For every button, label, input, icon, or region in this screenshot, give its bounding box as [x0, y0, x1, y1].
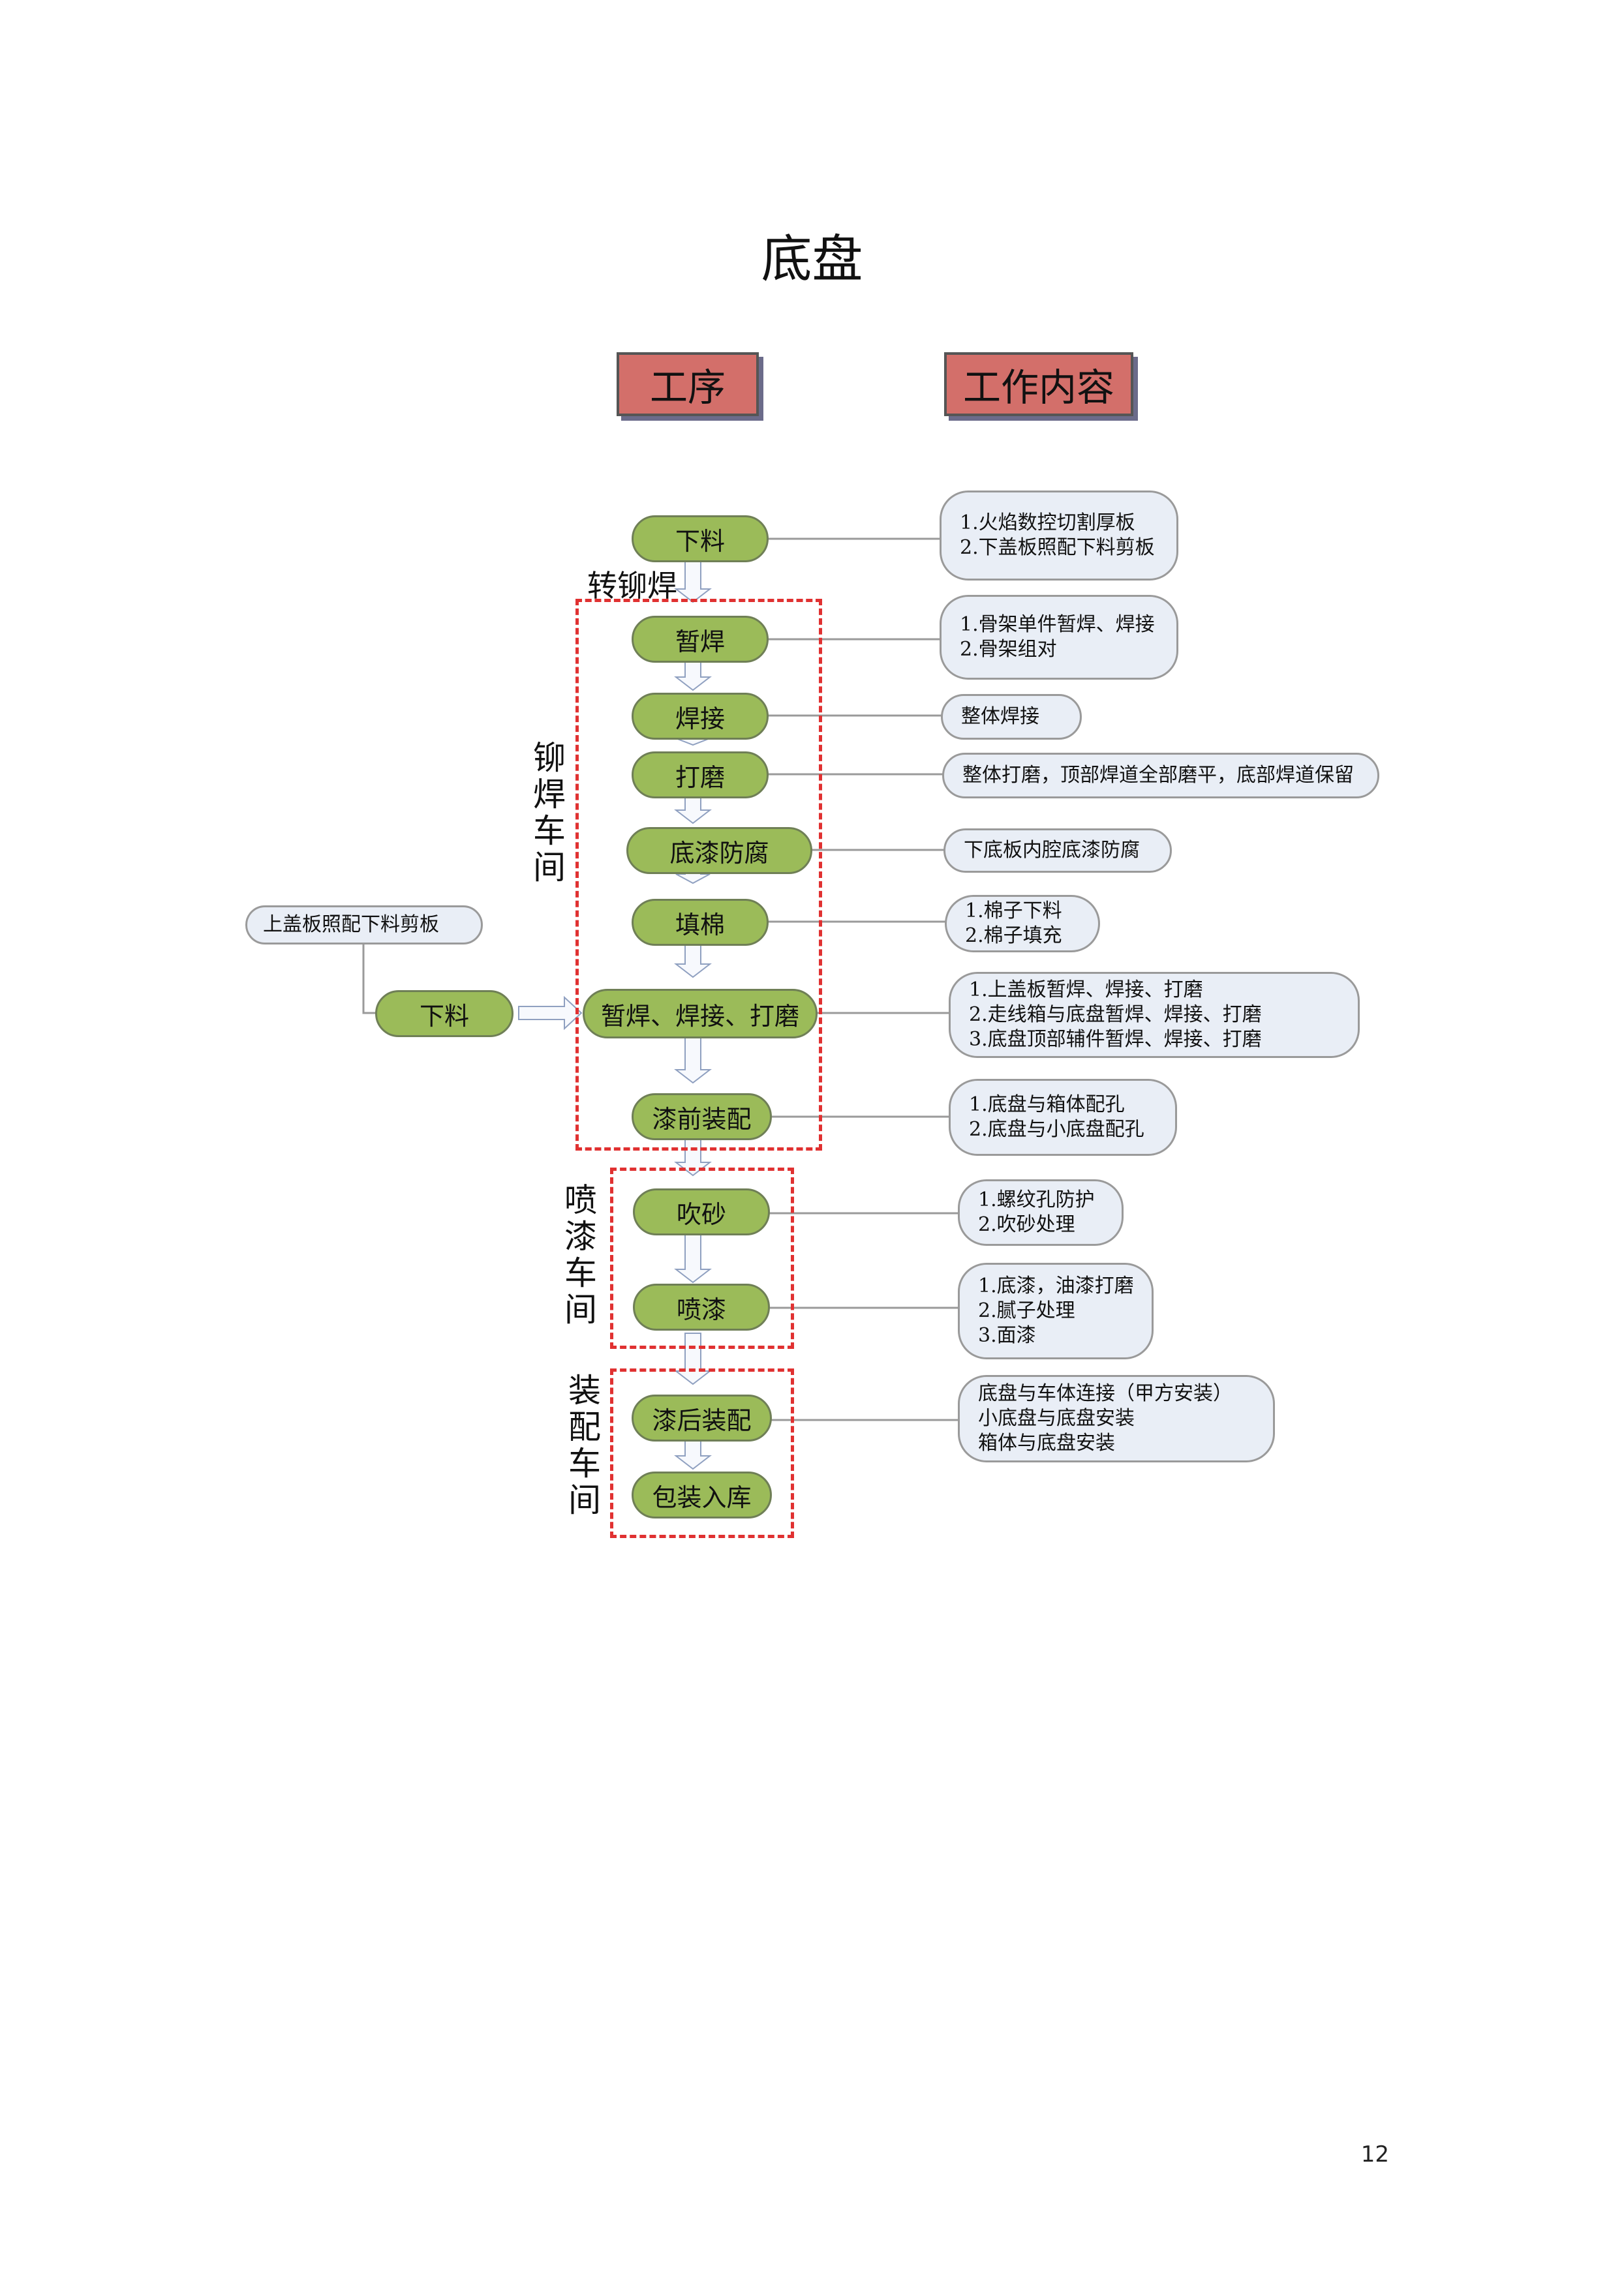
side-step-cutting: 下料 [375, 990, 513, 1037]
note-painting: 1.底漆，油漆打磨 2.腻子处理 3.面漆 [958, 1263, 1154, 1359]
note-post-paint-assembly: 底盘与车体连接（甲方安装） 小底盘与底盘安装 箱体与底盘安装 [958, 1375, 1275, 1462]
page-title: 底盘 [761, 230, 863, 289]
assembly-shop-label: 装配车间 [568, 1372, 601, 1519]
painting-shop-label: 喷漆车间 [564, 1181, 597, 1329]
arrow-side [518, 995, 583, 1031]
note-sandblasting: 1.螺纹孔防护 2.吹砂处理 [958, 1179, 1124, 1246]
note-cotton-filling: 1.棉子下料 2.棉子填充 [945, 895, 1100, 952]
note-pre-paint-assembly: 1.底盘与箱体配孔 2.底盘与小底盘配孔 [949, 1079, 1177, 1156]
step-primer-anticorrosion: 底漆防腐 [626, 827, 812, 874]
step-cotton-filling: 填棉 [632, 899, 769, 946]
assembly-shop-box [610, 1368, 794, 1538]
painting-shop-box [610, 1168, 794, 1349]
note-welding: 整体焊接 [941, 694, 1082, 740]
step-packaging-storage: 包装入库 [632, 1472, 772, 1518]
transfer-label: 转铆焊 [587, 568, 677, 603]
riveting-shop-label: 铆焊车间 [533, 739, 566, 886]
page-number: 12 [1360, 2141, 1389, 2168]
step-grinding: 打磨 [632, 751, 769, 798]
step-pre-paint-assembly: 漆前装配 [632, 1093, 772, 1140]
step-tack-weld-grind: 暂焊、焊接、打磨 [583, 989, 818, 1038]
note-tack-weld-grind: 1.上盖板暂焊、焊接、打磨 2.走线箱与底盘暂焊、焊接、打磨 3.底盘顶部辅件暂… [949, 972, 1360, 1058]
step-welding: 焊接 [632, 693, 769, 740]
step-sandblasting: 吹砂 [633, 1188, 770, 1235]
note-cutting: 1.火焰数控切割厚板 2.下盖板照配下料剪板 [940, 491, 1178, 581]
header-process: 工序 [617, 352, 759, 416]
step-post-paint-assembly: 漆后装配 [632, 1395, 772, 1442]
riveting-shop-box [575, 599, 822, 1151]
step-cutting: 下料 [632, 515, 769, 562]
note-primer-anticorrosion: 下底板内腔底漆防腐 [943, 828, 1172, 873]
note-tack-welding: 1.骨架单件暂焊、焊接 2.骨架组对 [940, 595, 1178, 680]
note-grinding: 整体打磨，顶部焊道全部磨平，底部焊道保留 [942, 753, 1379, 798]
step-painting: 喷漆 [633, 1284, 770, 1331]
side-note: 上盖板照配下料剪板 [245, 905, 483, 944]
header-content: 工作内容 [944, 352, 1133, 416]
step-tack-welding: 暂焊 [632, 616, 769, 663]
